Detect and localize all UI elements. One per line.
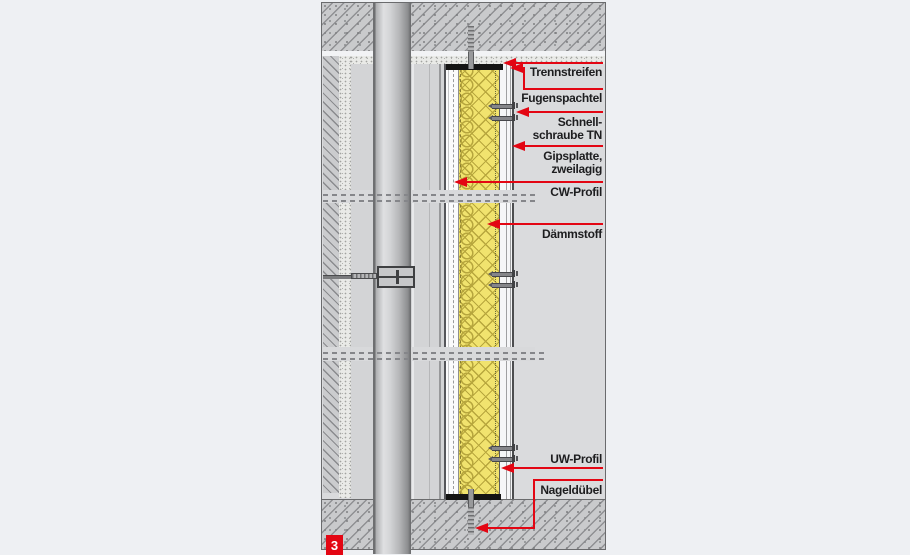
- fugenspachtel-arrowhead-icon: [510, 63, 523, 73]
- insulation-roll-edge: [459, 64, 475, 494]
- label-trennstreifen: Trennstreifen: [529, 65, 602, 79]
- uw-profil-leader: [514, 467, 603, 469]
- ceiling-slab: [322, 3, 605, 51]
- insulation-right-dotted-edge: [495, 64, 496, 494]
- nail-anchor-top-threads: [468, 26, 474, 52]
- cw-profile: [444, 64, 459, 499]
- break-dash-2a: [323, 352, 546, 354]
- ceiling-plaster-band: [350, 56, 605, 64]
- label-schnellschraube: Schnell- schraube TN: [532, 115, 603, 142]
- cw-profil-arrowhead-icon: [454, 177, 467, 187]
- figure-number-badge: 3: [326, 535, 343, 555]
- daemmstoff-leader: [500, 223, 603, 225]
- nail-anchor-top: [468, 26, 474, 69]
- nagelduebel-leader-top: [533, 479, 603, 481]
- label-fugenspachtel: Fugenspachtel: [521, 91, 602, 105]
- ceiling-gap: [322, 51, 605, 56]
- break-dash-2b: [323, 358, 546, 360]
- shaft-line-3: [439, 64, 441, 499]
- label-schnellschraube-line1: Schnell-: [557, 115, 603, 129]
- floor-slab: [322, 499, 605, 549]
- quick-screw: [488, 269, 519, 278]
- cw-profil-leader: [467, 181, 603, 183]
- trennstreifen-leader: [516, 62, 603, 64]
- label-schnellschraube-line2: schraube TN: [532, 128, 603, 142]
- cw-profile-line: [448, 64, 449, 499]
- break-dash-1b: [323, 200, 535, 202]
- cw-profile-dashed-line: [453, 64, 454, 499]
- board-layer-joint-1: [506, 64, 507, 499]
- quick-screw: [488, 101, 519, 110]
- shaft-line-2: [429, 64, 430, 499]
- quick-screw: [488, 280, 519, 289]
- pipe-clamp-rod: [351, 273, 377, 279]
- nagelduebel-arrowhead-icon: [475, 523, 488, 533]
- shaft-masonry-wall: [323, 56, 339, 493]
- label-gipsplatte-line2: zweilagig: [551, 162, 602, 176]
- uw-profil-arrowhead-icon: [501, 463, 514, 473]
- daemmstoff-arrowhead-icon: [487, 219, 500, 229]
- pipe-clamp-bolt: [396, 270, 399, 284]
- board-layer-joint-2: [510, 64, 511, 499]
- nail-anchor-bottom-threads: [468, 507, 474, 535]
- schnellschraube-leader: [529, 111, 603, 113]
- gipsplatte-leader: [525, 145, 603, 147]
- schnellschraube-arrowhead-icon: [516, 107, 529, 117]
- pipe-clamp-wall-anchor: [323, 275, 351, 279]
- nagelduebel-leader-vertical: [533, 479, 535, 529]
- label-uw-profil: UW-Profil: [550, 452, 602, 466]
- fugenspachtel-leader-vertical: [523, 67, 525, 90]
- quick-screw: [488, 113, 519, 122]
- label-daemmstoff: Dämmstoff: [542, 227, 602, 241]
- trennstreifen-arrowhead-icon: [503, 58, 516, 68]
- label-gipsplatte-line1: Gipsplatte,: [543, 149, 602, 163]
- break-dash-1a: [323, 194, 535, 196]
- pipe-clamp: [377, 266, 415, 288]
- label-cw-profil: CW-Profil: [550, 185, 602, 199]
- nagelduebel-leader-bottom: [488, 527, 535, 529]
- shaft-wall-detail-diagram: Trennstreifen Fugenspachtel Schnell- sch…: [321, 2, 606, 555]
- fugenspachtel-leader: [523, 88, 603, 90]
- quick-screw: [488, 454, 519, 463]
- separation-strip-top: [446, 64, 503, 70]
- label-gipsplatte: Gipsplatte, zweilagig: [543, 150, 602, 176]
- gipsplatte-arrowhead-icon: [512, 141, 525, 151]
- quick-screw: [488, 443, 519, 452]
- nail-anchor-bottom: [468, 489, 474, 535]
- label-nagelduebel: Nageldübel: [540, 483, 602, 497]
